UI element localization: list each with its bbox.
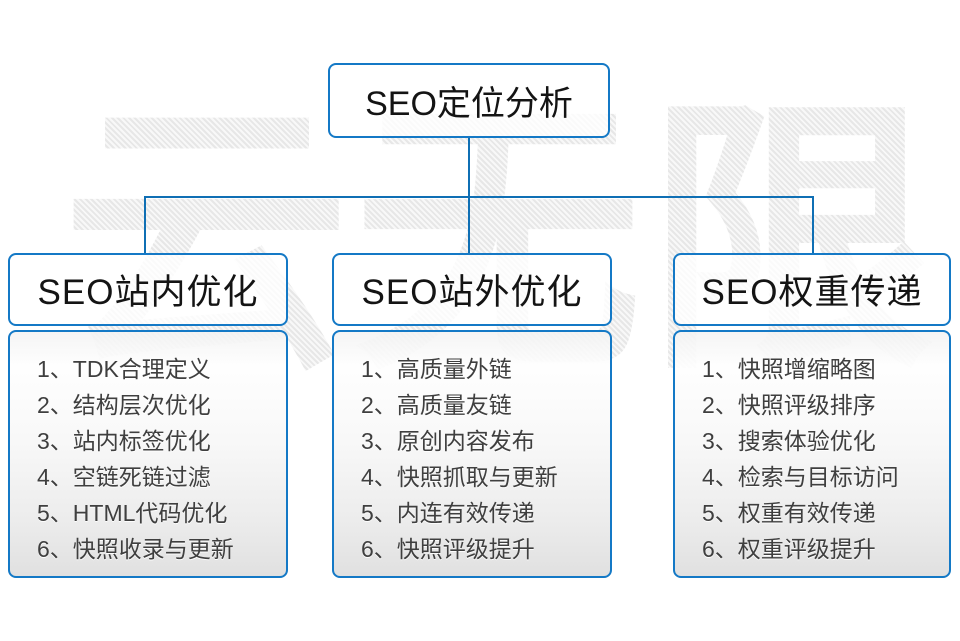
list-item: 3、原创内容发布 (361, 428, 535, 454)
list-item: 5、HTML代码优化 (37, 500, 228, 526)
connector-drop-middle (468, 196, 470, 253)
connector-drop-left (144, 196, 146, 253)
onsite-item-list: 1、TDK合理定义 2、结构层次优化 3、站内标签优化 4、空链死链过滤 5、HTML代… (10, 332, 286, 567)
connector-root-stem (468, 138, 470, 198)
node-weight-label: SEO权重传递 (701, 273, 923, 312)
node-offsite-label: SEO站外优化 (361, 273, 583, 312)
list-item: 3、站内标签优化 (37, 428, 211, 454)
node-onsite-optimization: SEO站内优化 (8, 253, 288, 326)
node-onsite-label: SEO站内优化 (37, 273, 259, 312)
root-node-seo-positioning: SEO定位分析 (328, 63, 610, 138)
list-item: 4、快照抓取与更新 (361, 464, 558, 490)
weight-item-list: 1、快照增缩略图 2、快照评级排序 3、搜索体验优化 4、检索与目标访问 5、权重有效传… (675, 332, 949, 567)
list-item: 1、快照增缩略图 (702, 356, 876, 382)
list-item: 4、空链死链过滤 (37, 464, 211, 490)
list-item: 5、权重有效传递 (702, 500, 876, 526)
list-item: 2、高质量友链 (361, 392, 512, 418)
list-item: 4、检索与目标访问 (702, 464, 899, 490)
list-item: 2、快照评级排序 (702, 392, 876, 418)
panel-onsite-list: 1、TDK合理定义 2、结构层次优化 3、站内标签优化 4、空链死链过滤 5、HTML代… (8, 330, 288, 578)
connector-drop-right (812, 196, 814, 253)
node-weight-transfer: SEO权重传递 (673, 253, 951, 326)
connector-horizontal (144, 196, 814, 198)
list-item: 2、结构层次优化 (37, 392, 211, 418)
list-item: 6、快照评级提升 (361, 536, 535, 562)
list-item: 5、内连有效传递 (361, 500, 535, 526)
offsite-item-list: 1、高质量外链 2、高质量友链 3、原创内容发布 4、快照抓取与更新 5、内连有效传递 6… (334, 332, 610, 567)
root-node-label: SEO定位分析 (365, 85, 573, 123)
node-offsite-optimization: SEO站外优化 (332, 253, 612, 326)
panel-offsite-list: 1、高质量外链 2、高质量友链 3、原创内容发布 4、快照抓取与更新 5、内连有效传递 6… (332, 330, 612, 578)
list-item: 6、快照收录与更新 (37, 536, 234, 562)
list-item: 3、搜索体验优化 (702, 428, 876, 454)
list-item: 6、权重评级提升 (702, 536, 876, 562)
list-item: 1、TDK合理定义 (37, 356, 211, 382)
list-item: 1、高质量外链 (361, 356, 512, 382)
panel-weight-list: 1、快照增缩略图 2、快照评级排序 3、搜索体验优化 4、检索与目标访问 5、权重有效传… (673, 330, 951, 578)
